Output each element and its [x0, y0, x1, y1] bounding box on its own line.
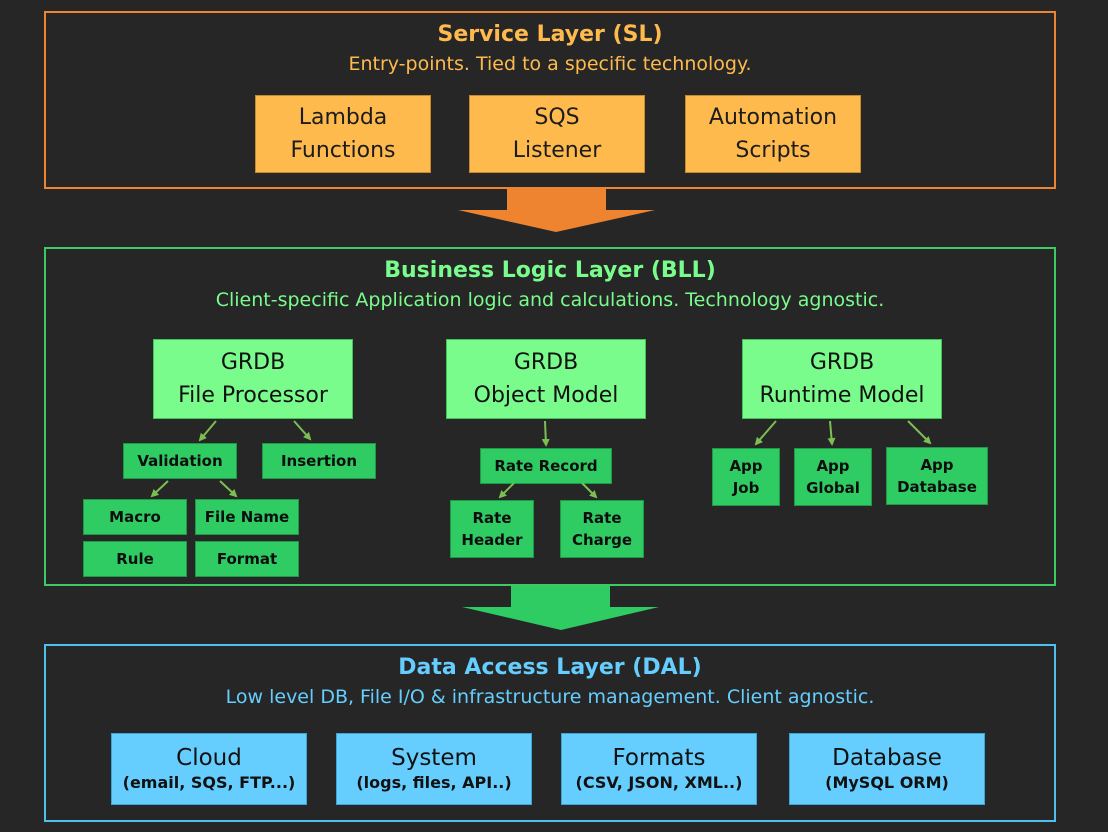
rate-charge-box: Rate Charge	[560, 500, 644, 558]
box-label-line1: SQS	[534, 105, 580, 130]
sl-to-bll-arrow	[458, 189, 655, 232]
box-label-line1: App	[816, 457, 850, 475]
grdb-runtime-model-box: GRDB Runtime Model	[742, 339, 942, 419]
box-detail: (logs, files, API..)	[356, 773, 512, 792]
connector-arrow	[907, 420, 932, 445]
box-label-line2: Database	[897, 478, 977, 496]
box-label: Rule	[116, 550, 154, 568]
box-label-line1: Lambda	[298, 105, 388, 130]
business-logic-layer-title: Business Logic Layer (BLL)	[384, 258, 716, 283]
box-label-line1: GRDB	[220, 350, 286, 375]
box-label-line1: App	[729, 457, 763, 475]
box-label-line2: Job	[732, 479, 760, 497]
format-box: Format	[195, 541, 299, 577]
grdb-file-processor-box: GRDB File Processor	[153, 339, 353, 419]
business-logic-layer-subtitle: Client-specific Application logic and ca…	[215, 289, 885, 311]
box-label-line2: Runtime Model	[759, 383, 925, 408]
box-detail: (MySQL ORM)	[825, 773, 949, 792]
box-label-line2: File Processor	[178, 383, 328, 408]
business-logic-layer: Business Logic Layer (BLL) Client-specif…	[44, 247, 1056, 586]
box-label: Validation	[137, 452, 223, 470]
bll-to-dal-arrow	[462, 586, 659, 630]
rule-box: Rule	[83, 541, 187, 577]
sqs-listener-box: SQS Listener	[469, 95, 645, 173]
connector-arrow	[219, 480, 238, 498]
box-label: File Name	[204, 508, 290, 526]
box-name: System	[391, 745, 477, 771]
box-label-line2: Global	[806, 479, 860, 497]
connector-arrow	[581, 482, 598, 499]
box-label: Rate Record	[494, 457, 598, 475]
connector-arrow	[198, 420, 217, 442]
grdb-object-model-box: GRDB Object Model	[446, 339, 646, 419]
lambda-functions-box: Lambda Functions	[255, 95, 431, 173]
box-name: Cloud	[176, 745, 242, 771]
app-job-box: App Job	[712, 448, 780, 506]
validation-box: Validation	[123, 443, 237, 479]
box-name: Formats	[612, 745, 706, 771]
macro-box: Macro	[83, 499, 187, 535]
data-access-layer-title: Data Access Layer (DAL)	[398, 655, 702, 680]
formats-box: Formats (CSV, JSON, XML..)	[561, 733, 757, 805]
box-label-line2: Listener	[512, 138, 602, 163]
rate-header-box: Rate Header	[450, 500, 534, 558]
box-label-line1: App	[920, 456, 954, 474]
insertion-box: Insertion	[262, 443, 376, 479]
connector-arrow	[541, 420, 550, 447]
box-label-line1: Automation	[708, 105, 838, 130]
connector-arrow	[150, 480, 169, 498]
box-label: Macro	[109, 508, 161, 526]
connector-arrow	[827, 420, 836, 446]
box-label-line2: Charge	[571, 531, 633, 549]
box-label-line2: Header	[461, 531, 523, 549]
box-label-line1: GRDB	[809, 350, 875, 375]
service-layer: Service Layer (SL) Entry-points. Tied to…	[44, 11, 1056, 189]
connector-arrow	[293, 420, 312, 441]
box-label-line1: Rate	[472, 509, 512, 527]
rate-record-box: Rate Record	[480, 448, 612, 484]
box-name: Database	[832, 745, 942, 771]
box-detail: (CSV, JSON, XML..)	[575, 773, 743, 792]
box-label: Insertion	[280, 452, 358, 470]
file-name-box: File Name	[195, 499, 299, 535]
connector-arrow	[754, 420, 777, 446]
box-detail: (email, SQS, FTP...)	[122, 773, 296, 792]
database-box: Database (MySQL ORM)	[789, 733, 985, 805]
box-label-line2: Functions	[290, 138, 396, 163]
box-label-line1: Rate	[582, 509, 622, 527]
box-label: Format	[216, 550, 278, 568]
service-layer-subtitle: Entry-points. Tied to a specific technol…	[348, 53, 752, 75]
app-database-box: App Database	[886, 447, 988, 505]
box-label-line2: Scripts	[735, 138, 811, 163]
data-access-layer-subtitle: Low level DB, File I/O & infrastructure …	[225, 686, 875, 708]
automation-scripts-box: Automation Scripts	[685, 95, 861, 173]
service-layer-title: Service Layer (SL)	[437, 22, 663, 47]
cloud-box: Cloud (email, SQS, FTP...)	[111, 733, 307, 805]
connector-arrow	[498, 482, 515, 499]
data-access-layer: Data Access Layer (DAL) Low level DB, Fi…	[44, 644, 1056, 822]
system-box: System (logs, files, API..)	[336, 733, 532, 805]
box-label-line2: Object Model	[473, 383, 619, 408]
box-label-line1: GRDB	[513, 350, 579, 375]
app-global-box: App Global	[794, 448, 872, 506]
